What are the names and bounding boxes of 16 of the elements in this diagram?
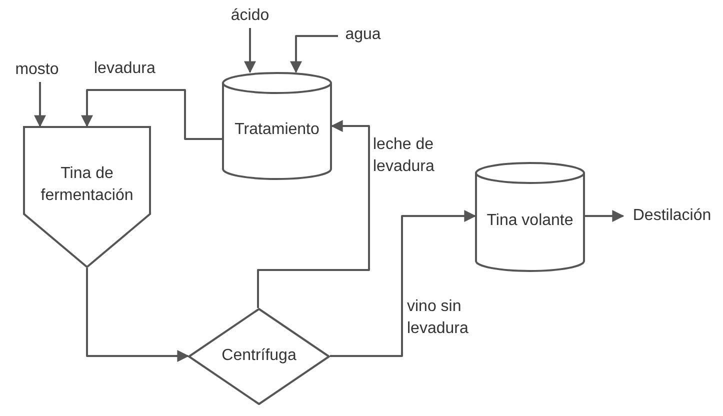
flow-text: ácido	[222, 4, 278, 28]
tank-cylinder: Tratamiento	[222, 72, 332, 180]
arrow	[330, 210, 476, 357]
flow-text: Destilación	[623, 204, 721, 228]
arrow	[290, 35, 338, 74]
arrow	[81, 89, 222, 140]
arrow	[585, 210, 624, 222]
arrow	[34, 82, 46, 128]
arrow	[257, 120, 370, 308]
tank-cylinder: Tina volante	[475, 162, 585, 272]
flow-text: agua	[338, 23, 388, 47]
arrow	[244, 28, 256, 74]
arrow	[86, 268, 190, 362]
flow-text: mosto	[6, 58, 68, 82]
fermentation-tank: Tina de fermentación	[23, 126, 151, 268]
decision-diamond: Centrífuga	[188, 308, 330, 405]
